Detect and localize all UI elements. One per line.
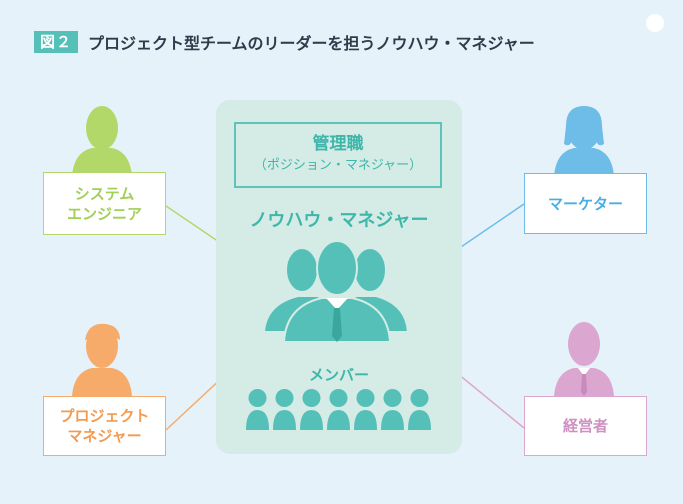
role-box-executive: 経営者: [524, 396, 647, 456]
figure-label: 図２: [34, 31, 79, 53]
businessman-icon: [554, 322, 614, 396]
role-box-system-engineer: システム エンジニア: [43, 172, 166, 235]
member-icon: [381, 389, 404, 430]
role-box-marketer: マーケター: [524, 173, 647, 234]
role-label-line1: プロジェクト: [59, 407, 150, 425]
knowhow-manager-label: ノウハウ・マネジャー: [249, 210, 429, 231]
knowhow-manager-icon-group: [262, 240, 410, 343]
management-box: 管理職 （ポジション・マネジャー）: [234, 122, 442, 188]
member-icon: [300, 389, 323, 430]
corner-dot-decoration: [646, 14, 664, 32]
member-icon: [246, 389, 269, 430]
role-box-project-manager: プロジェクト マネジャー: [43, 396, 166, 456]
businessman-icon: [282, 240, 392, 343]
person-silhouette-icon: [554, 106, 614, 176]
person-silhouette-icon: [72, 106, 132, 176]
person-silhouette-icon: [72, 323, 132, 396]
member-icon: [408, 389, 431, 430]
member-icon: [327, 389, 350, 430]
management-title: 管理職: [312, 134, 364, 154]
figure-header: 図２ プロジェクト型チームのリーダーを担うノウハウ・マネジャー: [34, 30, 535, 54]
member-icon: [354, 389, 377, 430]
members-row: [246, 388, 431, 432]
role-label-line1: 経営者: [562, 417, 608, 435]
role-label-line1: マーケター: [547, 194, 623, 213]
role-label-line2: エンジニア: [66, 204, 142, 223]
role-label-line1: システム: [74, 184, 135, 203]
member-icon: [273, 389, 296, 430]
figure-title: プロジェクト型チームのリーダーを担うノウハウ・マネジャー: [88, 34, 535, 53]
management-subtitle: （ポジション・マネジャー）: [253, 158, 423, 173]
members-label: メンバー: [308, 366, 369, 384]
role-label-line2: マネジャー: [67, 427, 142, 445]
